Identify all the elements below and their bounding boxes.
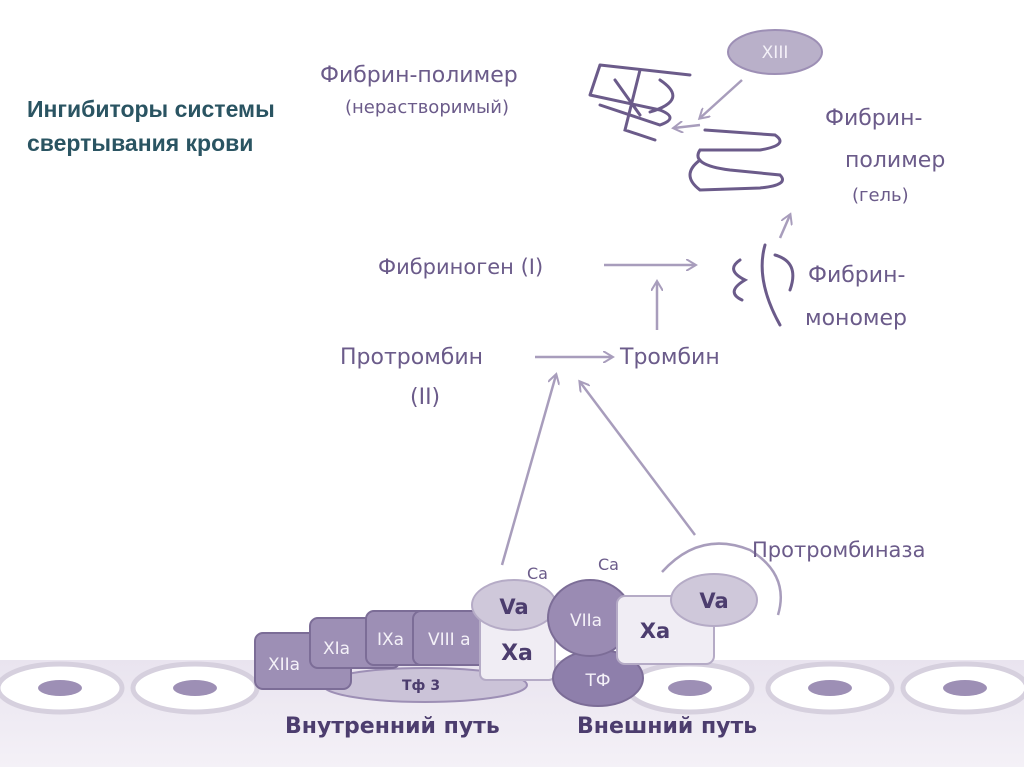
fibrin-polymer-label: Фибрин-полимер <box>320 63 518 88</box>
factor-xa-intrinsic-label: Xa <box>501 641 533 666</box>
insoluble-label: (нерастворимый) <box>345 97 509 118</box>
factor-viiia-label: VIII a <box>428 630 471 650</box>
factor-va-intrinsic-label: Va <box>499 595 528 619</box>
thrombin-label: Тромбин <box>619 345 720 370</box>
title-line-2: свертывания крови <box>27 130 254 156</box>
extrinsic-pathway-label: Внешний путь <box>577 714 757 739</box>
xiii-label: XIII <box>762 43 789 63</box>
arrows <box>500 79 790 616</box>
prothrombinase-label: Протромбиназа <box>752 538 925 562</box>
factor-va-extrinsic <box>670 573 758 627</box>
factor-ixa-label: IXa <box>377 630 404 650</box>
fibrin-gel-label-2: полимер <box>845 148 945 173</box>
factor-va-extrinsic-label: Va <box>699 589 728 613</box>
slide-title: Ингибиторы системы свертывания крови <box>27 92 275 160</box>
calcium-label-2: Ca <box>598 555 619 574</box>
factor-tf-label: ТФ <box>584 671 610 691</box>
calcium-label-1: Ca <box>527 564 548 583</box>
tf3-label: Тф 3 <box>402 678 440 694</box>
factor-xiia-label: XIIa <box>268 655 300 675</box>
fibrinogen-label: Фибриноген (I) <box>378 255 543 279</box>
fibrin-strands <box>588 63 795 327</box>
factor-xia-label: XIa <box>323 639 350 659</box>
title-line-1: Ингибиторы системы <box>27 96 275 122</box>
fibrin-monomer-label-2: мономер <box>805 306 907 331</box>
xiii-bubble <box>727 29 823 75</box>
cell-nuclei <box>38 680 987 696</box>
intrinsic-pathway-label: Внутренний путь <box>285 714 500 739</box>
factor-viia-label: VIIa <box>570 611 602 631</box>
factor-xa-extrinsic-label: Xa <box>640 619 670 643</box>
gel-label: (гель) <box>852 185 909 206</box>
fibrin-monomer-label-1: Фибрин- <box>808 263 905 288</box>
prothrombin-number: (II) <box>410 385 440 410</box>
fibrin-gel-label-1: Фибрин- <box>825 106 922 131</box>
prothrombin-label: Протромбин <box>340 345 483 370</box>
